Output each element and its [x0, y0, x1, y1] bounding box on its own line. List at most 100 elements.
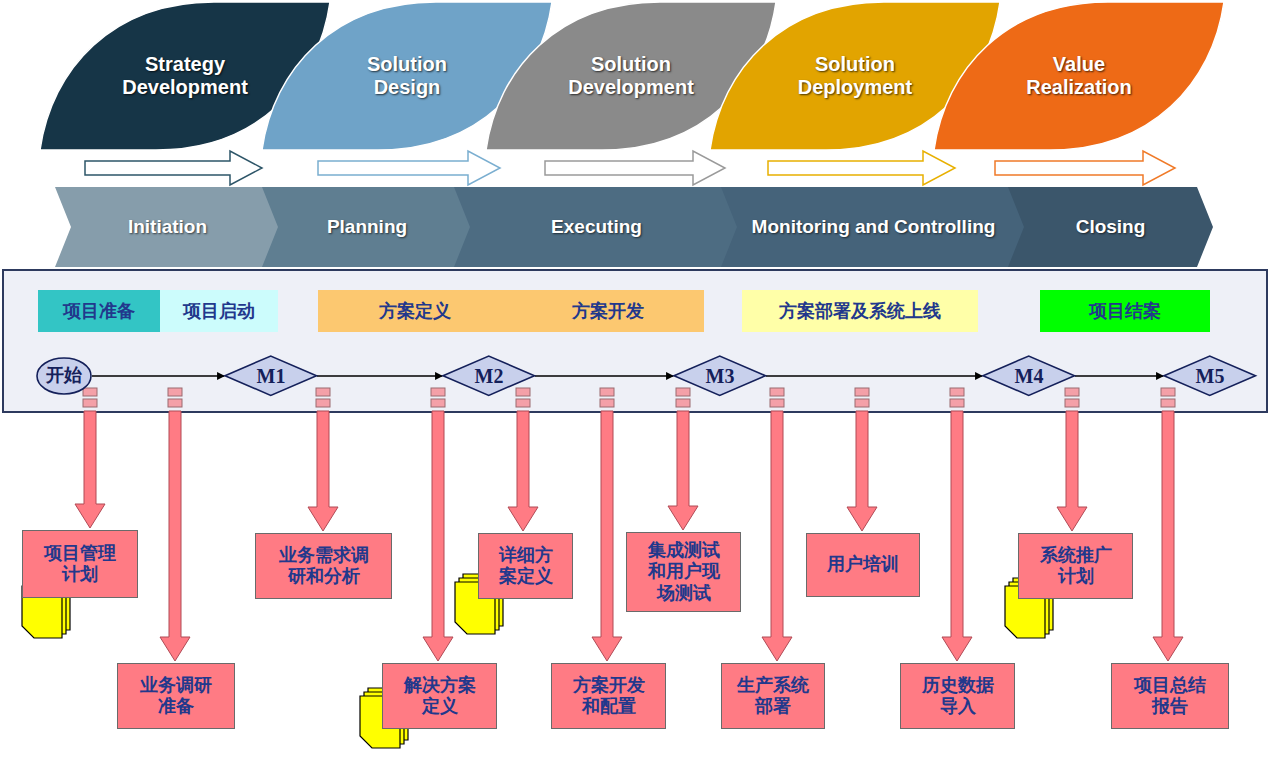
process-chevron: Initiation: [55, 187, 280, 267]
text-holder: 方案定义方案开发: [318, 290, 704, 332]
text-holder: 开始: [36, 357, 92, 395]
text-holder: 详细方 案定义: [479, 534, 572, 598]
leader-shaft: [668, 411, 698, 530]
diamond-shape: [443, 356, 534, 395]
leader-mark: [431, 399, 445, 407]
flow-arrow: [318, 151, 500, 185]
text-holder: 项目总结 报告: [1112, 664, 1228, 728]
text-holder: Executing: [454, 187, 739, 267]
deliverable-box: 生产系统 部署: [721, 663, 825, 729]
leader-mark: [168, 388, 182, 396]
milestone-diamond: M4: [983, 355, 1074, 396]
milestone-label: M3: [706, 365, 735, 387]
text-holder: 业务调研 准备: [118, 664, 234, 728]
text-holder: M3: [674, 355, 765, 396]
node-label: 详细方 案定义: [499, 545, 553, 587]
node-label: 项目准备: [63, 299, 135, 323]
stage-band: 项目准备: [38, 290, 160, 332]
text-holder: Planning: [262, 187, 472, 267]
leader-shaft: [508, 411, 538, 531]
timeline-panel: [3, 270, 1267, 412]
text-holder: 项目结案: [1040, 290, 1210, 332]
leader-mark: [516, 388, 530, 396]
leader-mark: [431, 388, 445, 396]
leader-arrow: [1057, 388, 1087, 531]
leader-shaft: [847, 411, 877, 531]
chev-shape: [1008, 187, 1213, 267]
leader-mark: [600, 388, 614, 396]
node-label: Value Realization: [1026, 53, 1132, 99]
stage-band: 方案定义方案开发: [318, 290, 704, 332]
text-holder: 历史数据 导入: [901, 664, 1014, 728]
flow-arrow: [85, 151, 262, 185]
process-chevron: Executing: [454, 187, 739, 267]
text-holder: Value Realization: [934, 2, 1224, 150]
deliverable-box: 项目总结 报告: [1111, 663, 1229, 729]
flow-arrow: [768, 151, 955, 185]
leader-arrow: [592, 388, 622, 661]
decoration-group: [22, 151, 1183, 748]
text-holder: 集成测试 和用户现 场测试: [627, 533, 740, 611]
leader-mark: [770, 399, 784, 407]
node-label: 方案定义: [379, 299, 451, 323]
node-label: 解决方案 定义: [404, 675, 476, 717]
leader-mark: [168, 399, 182, 407]
node-label: Planning: [327, 216, 407, 238]
deliverable-box: 集成测试 和用户现 场测试: [626, 532, 741, 612]
timeline-arrow: [766, 375, 983, 377]
text-holder: 系统推广 计划: [1019, 534, 1132, 598]
leader-mark: [1161, 388, 1175, 396]
diamond-shape: [983, 356, 1074, 395]
node-label: 方案开发 和配置: [573, 675, 645, 717]
flow-arrow: [545, 151, 725, 185]
deliverable-box: 详细方 案定义: [478, 533, 573, 599]
timeline-arrow: [317, 375, 443, 377]
node-label: 方案部署及系统上线: [779, 299, 941, 323]
node-label: 系统推广 计划: [1040, 545, 1112, 587]
text-holder: 生产系统 部署: [722, 664, 824, 728]
milestone-label: M4: [1015, 365, 1044, 387]
node-label: 集成测试 和用户现 场测试: [648, 540, 720, 604]
node-label: 业务需求调 研和分析: [279, 545, 369, 587]
deliverable-box: 系统推广 计划: [1018, 533, 1133, 599]
diamond-shape: [674, 356, 765, 395]
leader-shaft: [308, 411, 338, 531]
phase-swoosh: Solution Development: [486, 2, 776, 150]
text-holder: Solution Development: [486, 2, 776, 150]
text-holder: M4: [983, 355, 1074, 396]
leader-arrow: [762, 388, 792, 661]
text-holder: M2: [443, 355, 534, 396]
text-holder: Strategy Development: [40, 2, 330, 150]
milestone-label: M2: [475, 365, 504, 387]
leader-mark: [1065, 388, 1079, 396]
leader-mark: [676, 399, 690, 407]
text-holder: 方案开发 和配置: [552, 664, 665, 728]
leader-shaft: [592, 411, 622, 661]
leader-shaft: [1153, 411, 1183, 661]
deliverable-box: 解决方案 定义: [382, 663, 497, 729]
milestone-diamond: M2: [443, 355, 534, 396]
timeline-arrow: [1075, 375, 1164, 377]
chev-shape: [55, 187, 280, 267]
leader-mark: [1161, 399, 1175, 407]
leader-mark: [770, 388, 784, 396]
deliverable-box: 方案开发 和配置: [551, 663, 666, 729]
leader-arrow: [160, 388, 190, 661]
node-label: 项目总结 报告: [1134, 675, 1206, 717]
milestone-diamond: M3: [674, 355, 765, 396]
node-label: 用户培训: [827, 554, 899, 575]
milestone-label: M5: [1196, 365, 1225, 387]
leader-mark: [855, 388, 869, 396]
leader-mark: [1065, 399, 1079, 407]
deliverable-box: 项目管理 计划: [22, 530, 138, 598]
stage-band: 项目启动: [160, 290, 278, 332]
chev-shape: [262, 187, 472, 267]
phase-swoosh: Solution Deployment: [710, 2, 1000, 150]
leader-shaft: [160, 411, 190, 661]
leader-mark: [950, 388, 964, 396]
text-holder: 方案部署及系统上线: [742, 290, 978, 332]
milestone-diamond: M1: [225, 355, 316, 396]
deliverable-box: 用户培训: [806, 533, 920, 597]
node-label: Solution Design: [367, 53, 447, 99]
